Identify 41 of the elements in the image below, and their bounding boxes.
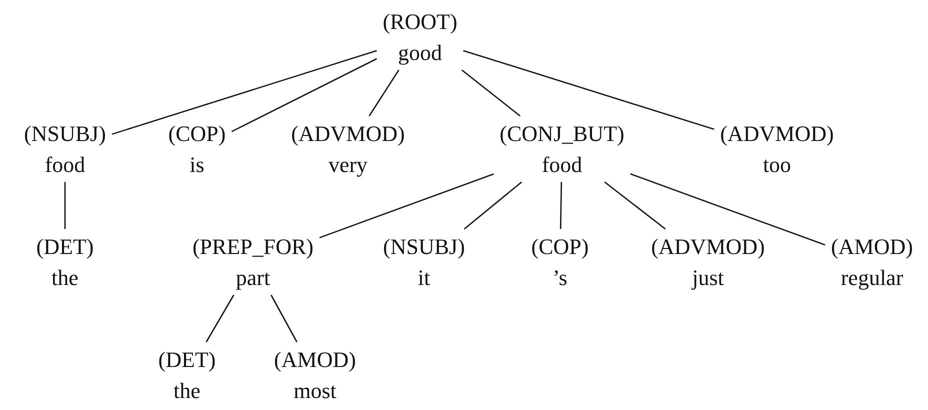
dependency-label: (NSUBJ): [24, 120, 106, 148]
tree-edge: [630, 173, 826, 246]
tree-edge: [463, 50, 714, 130]
dependency-label: (PREP_FOR): [192, 233, 314, 261]
tree-edge: [461, 69, 521, 117]
tree-edge: [560, 182, 562, 230]
word-label: good: [398, 39, 442, 67]
dependency-label: (COP): [531, 233, 589, 261]
dependency-label: (COP): [168, 120, 226, 148]
tree-edge: [64, 182, 66, 229]
word-label: the: [174, 377, 200, 405]
tree-edge: [231, 58, 378, 132]
word-label: ’s: [552, 264, 568, 292]
word-label: food: [44, 151, 86, 179]
tree-edge: [604, 181, 666, 230]
dependency-label: (ROOT): [382, 8, 458, 36]
dependency-label: (AMOD): [274, 346, 356, 374]
word-label: regular: [840, 264, 904, 292]
dependency-label: (AMOD): [831, 233, 913, 261]
tree-edge: [319, 173, 494, 238]
tree-edge: [368, 70, 400, 116]
dependency-label: (CONJ_BUT): [500, 120, 624, 148]
dependency-label: (NSUBJ): [383, 233, 465, 261]
dependency-label: (ADVMOD): [291, 120, 405, 148]
dependency-label: (DET): [158, 346, 216, 374]
word-label: the: [52, 264, 78, 292]
word-label: part: [236, 264, 270, 292]
word-label: food: [542, 151, 582, 179]
tree-edge: [112, 50, 377, 135]
tree-edge: [464, 182, 522, 230]
word-label: most: [294, 377, 336, 405]
dependency-label: (DET): [36, 233, 94, 261]
dependency-label: (ADVMOD): [651, 233, 765, 261]
tree-edge: [270, 294, 298, 342]
word-label: too: [762, 151, 792, 179]
tree-edge: [206, 294, 234, 342]
word-label: very: [328, 151, 368, 179]
word-label: just: [692, 264, 724, 292]
word-label: it: [418, 264, 430, 292]
dependency-label: (ADVMOD): [720, 120, 834, 148]
word-label: is: [190, 151, 204, 179]
